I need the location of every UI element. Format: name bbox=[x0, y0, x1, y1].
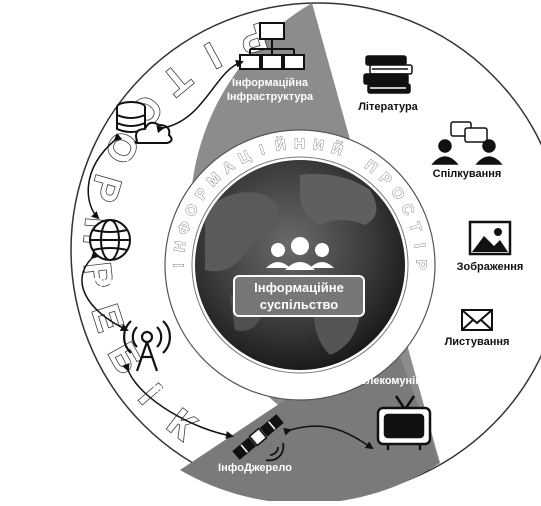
center-label-box bbox=[233, 275, 365, 317]
inner-ring-border bbox=[191, 156, 409, 374]
people-icon bbox=[266, 237, 334, 270]
literature-label: Література bbox=[358, 101, 418, 113]
source-label: ІнфоДжерело bbox=[218, 462, 292, 474]
database-cloud-icon bbox=[116, 101, 173, 144]
resource-label: Інфоресурс bbox=[113, 159, 177, 171]
globe-icon bbox=[89, 219, 131, 261]
ring-title-letter: Н bbox=[294, 136, 306, 153]
images-label: Зображення bbox=[457, 261, 524, 273]
communication-label: Спілкування bbox=[433, 168, 502, 180]
picture-icon bbox=[468, 220, 512, 256]
ring-title-letter: Й bbox=[329, 139, 346, 160]
envelope-icon bbox=[461, 309, 493, 331]
ring-title-letter: І bbox=[411, 242, 429, 250]
telecom-label: Телекомунікації bbox=[354, 375, 440, 387]
network-icon bbox=[239, 22, 305, 70]
field-label: ІнфоПоле bbox=[86, 275, 139, 287]
infrastructure-label-line2: Інфраструктура bbox=[227, 91, 314, 103]
center-label-line2: суспільство bbox=[260, 297, 338, 312]
ring-title-letter: І bbox=[258, 141, 268, 159]
connection-arrows bbox=[81, 59, 374, 450]
ring-title-letter: Р bbox=[413, 259, 430, 270]
center-label-line1: Інформаційне bbox=[254, 280, 344, 295]
tv-icon bbox=[376, 395, 432, 450]
flow-label: ІнфоПотік bbox=[153, 383, 208, 395]
ring-title-letter: І bbox=[171, 262, 188, 267]
ring-title-letter: Й bbox=[274, 135, 288, 155]
ring-title-letter: Т bbox=[405, 220, 424, 235]
ring-title-letter: Н bbox=[171, 239, 190, 253]
correspondence-label: Листування bbox=[445, 336, 510, 348]
books-icon bbox=[363, 55, 413, 94]
ring-title-letter: И bbox=[312, 136, 326, 155]
chat-people-icon bbox=[431, 121, 503, 165]
satellite-icon bbox=[232, 414, 284, 460]
infrastructure-label-line1: Інформаційна bbox=[232, 77, 309, 89]
ring-title-letter: Ф bbox=[175, 218, 195, 236]
